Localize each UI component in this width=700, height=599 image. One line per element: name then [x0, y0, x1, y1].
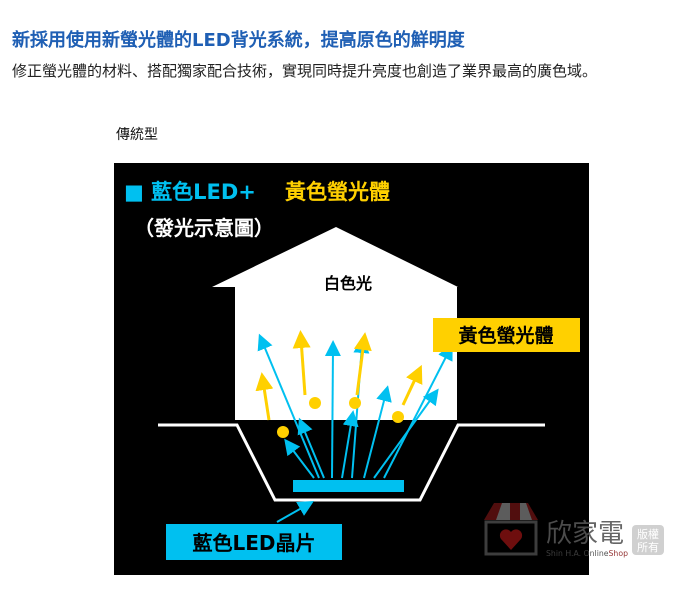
led-label-box	[166, 524, 342, 560]
phosphor-label: 黃色螢光體	[458, 324, 553, 347]
page-heading: 新採用使用新螢光體的LED背光系統，提高原色的鮮明度	[12, 30, 465, 51]
house-shape	[212, 227, 458, 420]
watermark-brand: 欣家電	[546, 519, 624, 549]
title-blue: ■ 藍色LED+	[124, 180, 256, 204]
yellow-light-arrows	[255, 330, 423, 421]
led-label: 藍色LED晶片	[192, 531, 315, 555]
phosphor-particles	[277, 397, 404, 438]
blue-light-arrows	[257, 333, 453, 479]
watermark-sub: Shin H.A. OnlineShop	[546, 549, 628, 558]
description: 修正螢光體的材料、搭配獨家配合技術，實現同時提升亮度也創造了業界最高的廣色域。	[12, 62, 598, 80]
phosphor-label-box	[433, 318, 580, 352]
reflector-outline	[158, 423, 545, 502]
shop-logo-icon: 欣家電 Shin H.A. OnlineShop 版權 所有	[484, 503, 664, 558]
badge-line1: 版權	[637, 527, 659, 541]
watermark: 欣家電 Shin H.A. OnlineShop 版權 所有	[476, 495, 666, 560]
badge-line2: 所有	[637, 540, 659, 554]
led-pointer-arrow	[276, 501, 314, 523]
caption: 傳統型	[116, 127, 158, 143]
subtitle: （發光示意圖）	[134, 216, 274, 240]
led-diagram: ■ 藍色LED+ 黃色螢光體 （發光示意圖） 白色光 黃色螢光體 藍色LED晶片	[114, 163, 589, 575]
led-chip	[293, 480, 404, 492]
white-light-label: 白色光	[324, 274, 372, 293]
title-yellow: 黃色螢光體	[285, 180, 390, 204]
